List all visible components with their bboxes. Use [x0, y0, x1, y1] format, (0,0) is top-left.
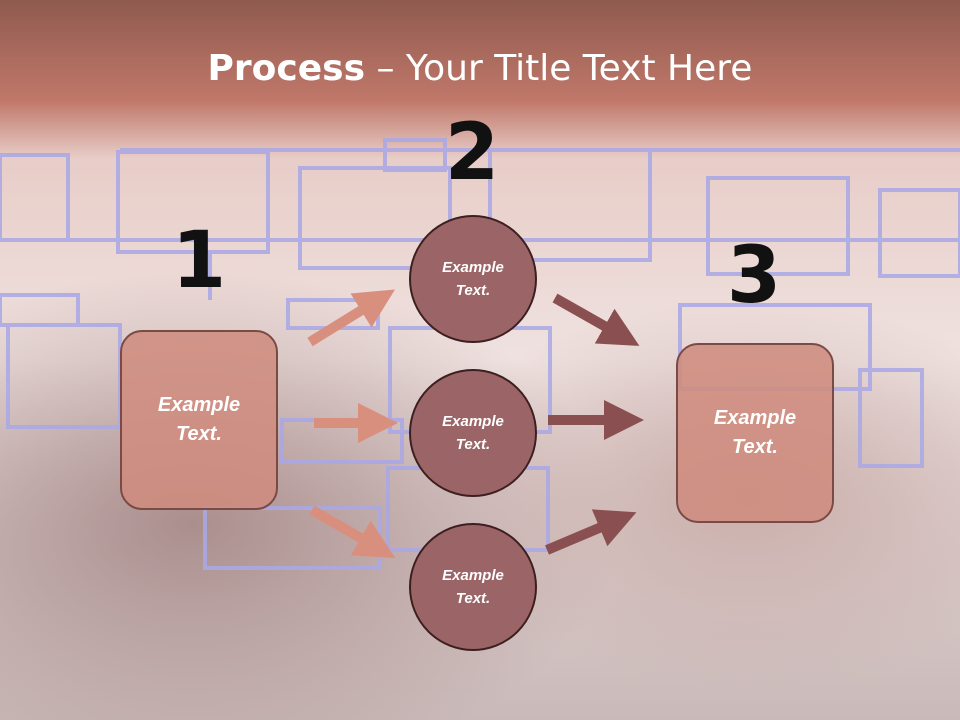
- step-3-box: Example Text.: [676, 343, 834, 523]
- arrow-top-to-3: [552, 293, 640, 346]
- step-2-circle-middle-label: Example Text.: [442, 412, 504, 453]
- step-number-1: 1: [171, 216, 227, 306]
- step-2-circle-top: Example Text.: [409, 215, 537, 343]
- step-2-circle-middle: Example Text.: [409, 369, 537, 497]
- title-rest: – Your Title Text Here: [365, 48, 753, 89]
- slide-title: Process – Your Title Text Here: [0, 48, 960, 89]
- title-bold: Process: [207, 48, 366, 89]
- arrow-bottom-to-3: [545, 509, 637, 555]
- step-1-label: Example Text.: [157, 394, 241, 445]
- step-number-3: 3: [726, 231, 782, 321]
- step-3-label: Example Text.: [713, 407, 797, 458]
- step-1-box: Example Text.: [120, 330, 278, 510]
- step-2-circle-bottom: Example Text.: [409, 523, 537, 651]
- step-2-circle-bottom-label: Example Text.: [442, 566, 504, 607]
- step-2-circle-top-label: Example Text.: [442, 258, 504, 299]
- arrow-1-to-bottom: [309, 505, 396, 558]
- step-number-2: 2: [444, 108, 500, 198]
- arrow-1-to-top: [307, 289, 396, 347]
